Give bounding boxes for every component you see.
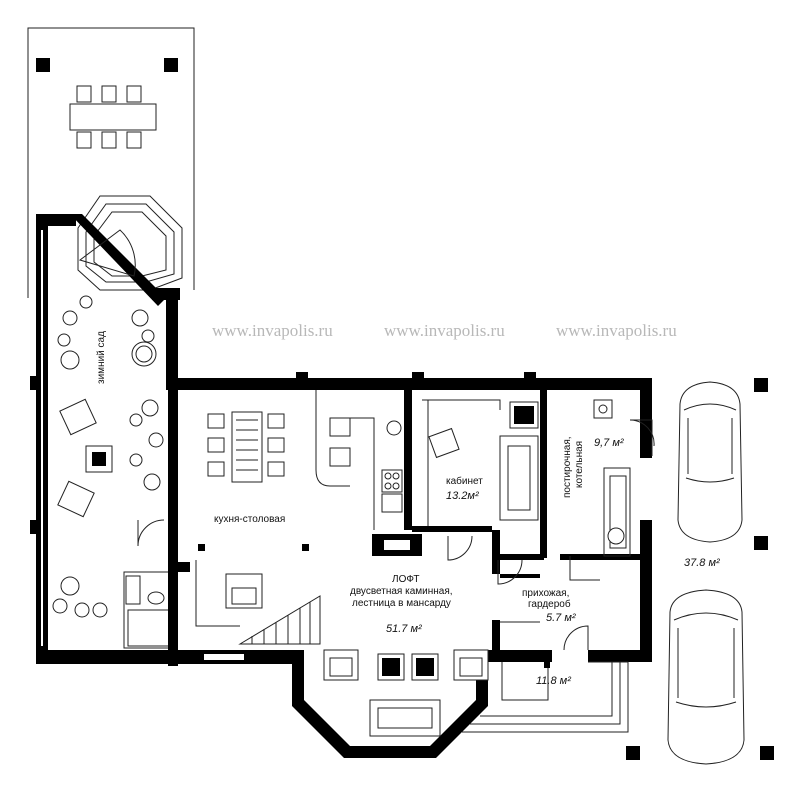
study-area: 13.2м² [446, 490, 479, 502]
boiler-room-furniture [593, 399, 655, 557]
carport [626, 378, 774, 765]
car-bottom [667, 589, 745, 765]
boiler-room-label-line1: постирочная, [562, 436, 573, 498]
terrace [27, 27, 195, 298]
hall-furniture [500, 556, 600, 651]
porch-steps [462, 654, 629, 733]
kitchen-counter [315, 390, 403, 530]
watermark-1: www.invapolis.ru [212, 321, 333, 340]
hall-label-line2: гардероб [528, 598, 571, 610]
loft-desc-line2: лестница в мансарду [352, 598, 451, 609]
winter-garden-walls [30, 214, 216, 664]
car-top [677, 381, 743, 543]
main-walls [166, 372, 652, 758]
kitchen-dining-table [207, 411, 285, 483]
study-furniture [422, 399, 539, 526]
loft-area: 51.7 м² [386, 623, 422, 635]
bathroom [123, 519, 175, 649]
winter-garden-furniture [52, 295, 164, 618]
boiler-room-label-line2: котельная [574, 441, 585, 488]
hall-area: 5.7 м² [546, 612, 576, 624]
loft-label: ЛОФТ [392, 574, 420, 585]
boiler-room-area: 9,7 м² [594, 437, 624, 449]
hall-label-line1: прихожая, [522, 588, 569, 599]
terrace-dining-table [69, 85, 157, 149]
loft-furniture [195, 535, 523, 737]
carport-area: 37.8 м² [684, 557, 720, 569]
watermark-2: www.invapolis.ru [384, 321, 505, 340]
study-label: кабинет [446, 475, 483, 487]
porch-area: 11.8 м² [536, 675, 571, 687]
watermark-3: www.invapolis.ru [556, 321, 677, 340]
winter-garden-label: зимний сад [96, 331, 107, 384]
kitchen-label: кухня-столовая [214, 514, 285, 525]
loft-desc-line1: двусветная каминная, [350, 586, 453, 597]
